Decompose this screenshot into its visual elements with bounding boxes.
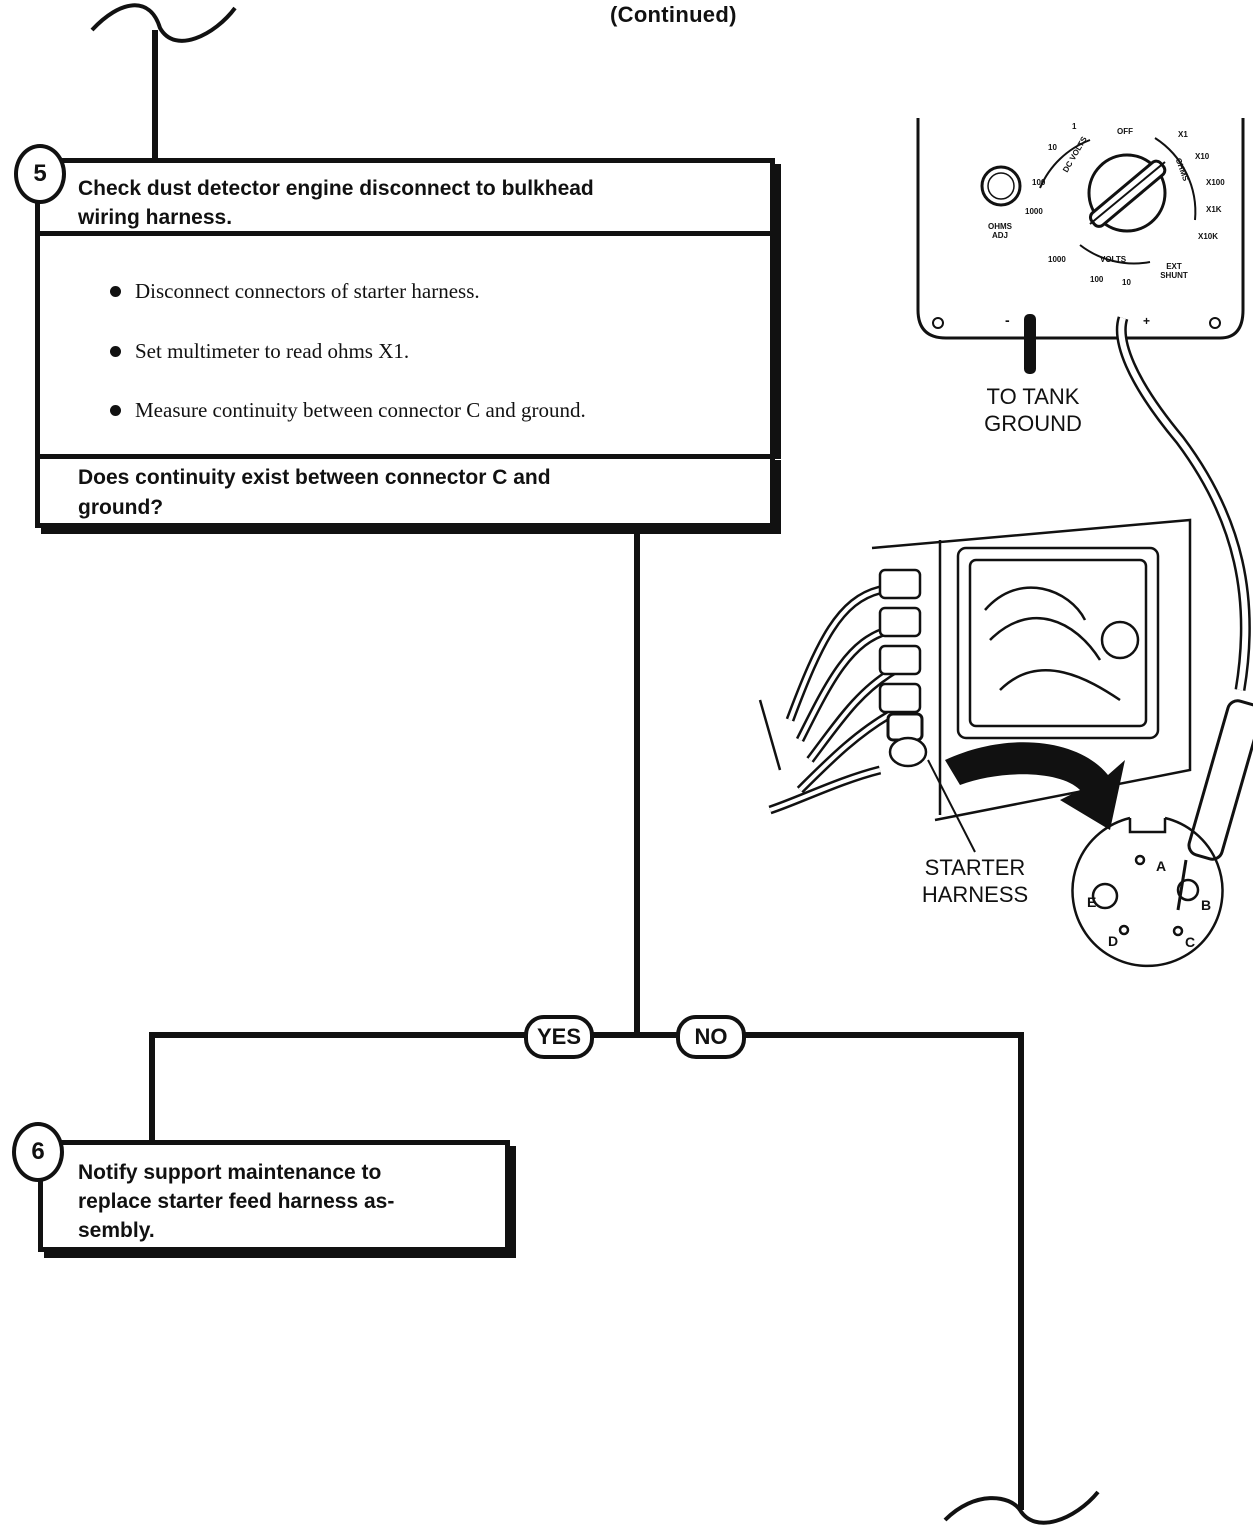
starter-harness-connector: [886, 712, 924, 742]
callout-tank-ground-line1: TO TANK: [986, 384, 1080, 409]
step6-box: Notify support maintenance to replace st…: [38, 1140, 510, 1252]
pin-label-b: B: [1201, 897, 1212, 913]
meter-scale-right: X1: [1178, 130, 1188, 139]
meter-scale-left: 1000: [1025, 207, 1043, 216]
probe: [1187, 699, 1253, 861]
connector-face: [1071, 816, 1224, 968]
bullet-text: Measure continuity between connector C a…: [135, 398, 586, 422]
meter-scale-right: X10K: [1198, 232, 1219, 241]
probe-lead: [1115, 316, 1251, 691]
question-line1: Does continuity exist between connector …: [78, 466, 551, 489]
meter-ohms-adj-label: OHMS ADJ: [988, 222, 1012, 240]
step5-title-line1: Check dust detector engine disconnect to…: [78, 177, 594, 200]
step5-title-line2: wiring harness.: [78, 206, 233, 229]
multimeter-illustration: [916, 118, 1253, 911]
meter-volts-label: VOLTS: [1100, 255, 1127, 264]
step5-title-box: Check dust detector engine disconnect to…: [35, 158, 775, 236]
meter-scale-bottom: 100: [1090, 275, 1104, 284]
meter-minus-terminal: -: [1005, 312, 1010, 328]
step6-line2: replace starter feed harness as-: [78, 1190, 395, 1213]
step6-line3: sembly.: [78, 1219, 155, 1242]
yes-branch-label: YES: [524, 1015, 594, 1059]
meter-off-label: OFF: [1117, 127, 1133, 136]
meter-ext-shunt-label: EXT SHUNT: [1160, 262, 1188, 280]
callout-starter-harness: STARTER HARNESS: [900, 854, 1050, 908]
meter-scale-left: 10: [1048, 143, 1057, 152]
meter-scale-right: X1K: [1206, 205, 1222, 214]
removal-arrow: [945, 742, 1125, 830]
bullet-dot: [110, 404, 121, 416]
question-line2: ground?: [78, 496, 164, 519]
step5-number: 5: [14, 144, 66, 204]
callout-starter-harness-line1: STARTER: [924, 855, 1026, 880]
pin-label-c: C: [1185, 934, 1196, 950]
meter-scale-right: X100: [1206, 178, 1225, 187]
meter-scale-bottom: 10: [1122, 278, 1131, 287]
bulkhead-illustration: [758, 518, 1192, 853]
meter-plus-terminal: +: [1143, 314, 1151, 328]
bullet-item: Set multimeter to read ohms X1.: [110, 339, 409, 364]
meter-scale-right: X10: [1195, 152, 1210, 161]
bullet-text: Disconnect connectors of starter harness…: [135, 279, 480, 303]
meter-scale-left: 100: [1032, 178, 1046, 187]
step6-line1: Notify support maintenance to: [78, 1161, 382, 1184]
ground-lead: [1024, 314, 1036, 374]
pin-label-a: A: [1156, 858, 1167, 874]
bullet-item: Measure continuity between connector C a…: [110, 398, 586, 423]
top-break-squiggle: [90, 3, 237, 43]
callout-starter-harness-line2: HARNESS: [921, 882, 1029, 907]
step5-question-box: Does continuity exist between connector …: [35, 454, 775, 528]
step6-number: 6: [12, 1122, 64, 1182]
callout-tank-ground-line2: GROUND: [984, 411, 1082, 436]
meter-scale-bottom: 1000: [1048, 255, 1066, 264]
bullet-text: Set multimeter to read ohms X1.: [135, 339, 410, 363]
pin-label-e: E: [1087, 894, 1097, 910]
callout-tank-ground: TO TANK GROUND: [958, 383, 1108, 437]
bottom-break-squiggle: [943, 1490, 1100, 1525]
bullet-dot: [110, 345, 121, 357]
pin-label-d: D: [1108, 933, 1119, 949]
step5-procedure-box: Disconnect connectors of starter harness…: [35, 231, 775, 459]
bullet-dot: [110, 285, 121, 297]
no-branch-label: NO: [676, 1015, 746, 1059]
bullet-item: Disconnect connectors of starter harness…: [110, 279, 480, 304]
continued-label: (Continued): [610, 2, 737, 27]
meter-scale-left: 1: [1072, 122, 1077, 131]
